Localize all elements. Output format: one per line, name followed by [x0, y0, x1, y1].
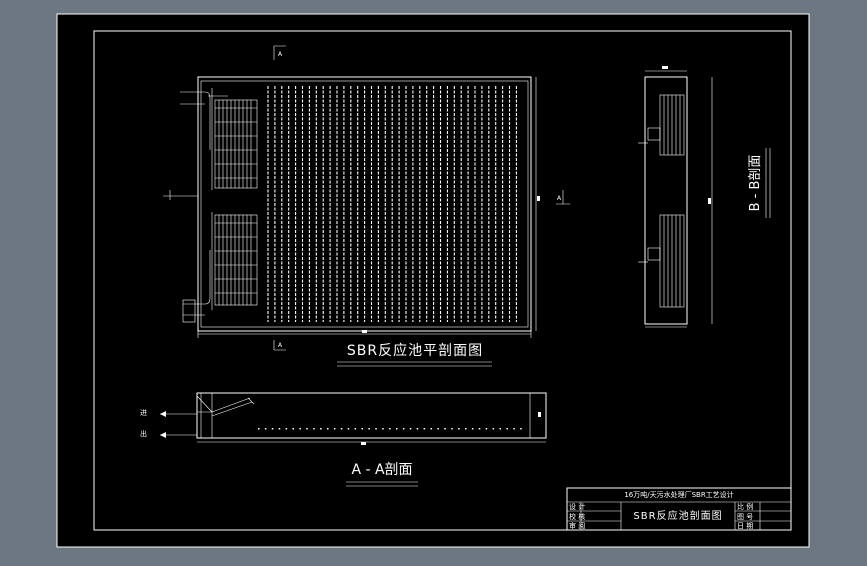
tb-left-label-3: 审 阅 [569, 521, 585, 530]
svg-text:A: A [557, 195, 562, 202]
svg-text:A: A [278, 342, 283, 349]
svg-text:B - B剖面: B - B剖面 [748, 155, 763, 212]
inlet-label: 进 [140, 409, 147, 417]
decanter-arm [211, 397, 255, 417]
outlet-label: 出 [140, 429, 147, 438]
tb-left-label-2: 校 核 [569, 512, 585, 521]
dimension-text [362, 330, 367, 333]
aa-pipes [160, 413, 197, 436]
drawing-border [93, 30, 792, 531]
svg-text:A: A [278, 51, 283, 58]
bb-equipment-lower [638, 214, 685, 308]
section-bb-title: B - B剖面 [748, 155, 763, 212]
plan-view-title: SBR反应池平剖面图 [347, 342, 483, 359]
plan-view: A A A SBR反应池平剖面图 [163, 45, 570, 367]
tb-right-label-2: 图 号 [737, 513, 753, 521]
inlet-equipment-upper [180, 88, 258, 190]
inlet-equipment-lower [182, 212, 258, 323]
bb-equipment-upper [638, 94, 685, 156]
section-aa-title: A - A剖面 [351, 462, 412, 478]
dimension-line-bottom [197, 330, 532, 338]
drawing-name: SBR反应池剖面图 [633, 509, 722, 522]
tb-right-label-3: 日 期 [737, 522, 753, 530]
title-underline [346, 481, 418, 487]
aeration-diffuser-row [258, 428, 522, 430]
section-marker-top: A [273, 45, 286, 60]
section-marker-bottom: A [273, 340, 286, 351]
dimension-text [361, 442, 366, 445]
bb-dimensions [645, 70, 713, 328]
title-underline [337, 361, 492, 367]
tank-inner-wall [200, 80, 529, 328]
title-block: 16万吨/天污水处理厂SBR工艺设计 SBR反应池剖面图 设 计 校 核 审 阅… [566, 487, 792, 531]
drawing-sheet [56, 13, 810, 548]
aeration-pipe-grid [267, 86, 517, 322]
tb-right-label-1: 比 例 [737, 502, 753, 511]
section-aa-tank [196, 392, 547, 439]
pipe-stub-left [163, 190, 198, 200]
section-bb-view: B - B剖面 [638, 66, 771, 328]
section-marker-right: A [556, 190, 570, 205]
tb-left-label-1: 设 计 [569, 502, 585, 511]
section-bb-tank [644, 76, 688, 325]
section-aa-view: 进 出 A - A剖面 [140, 392, 547, 487]
project-title: 16万吨/天污水处理厂SBR工艺设计 [624, 490, 733, 499]
dimension-text [537, 196, 540, 201]
